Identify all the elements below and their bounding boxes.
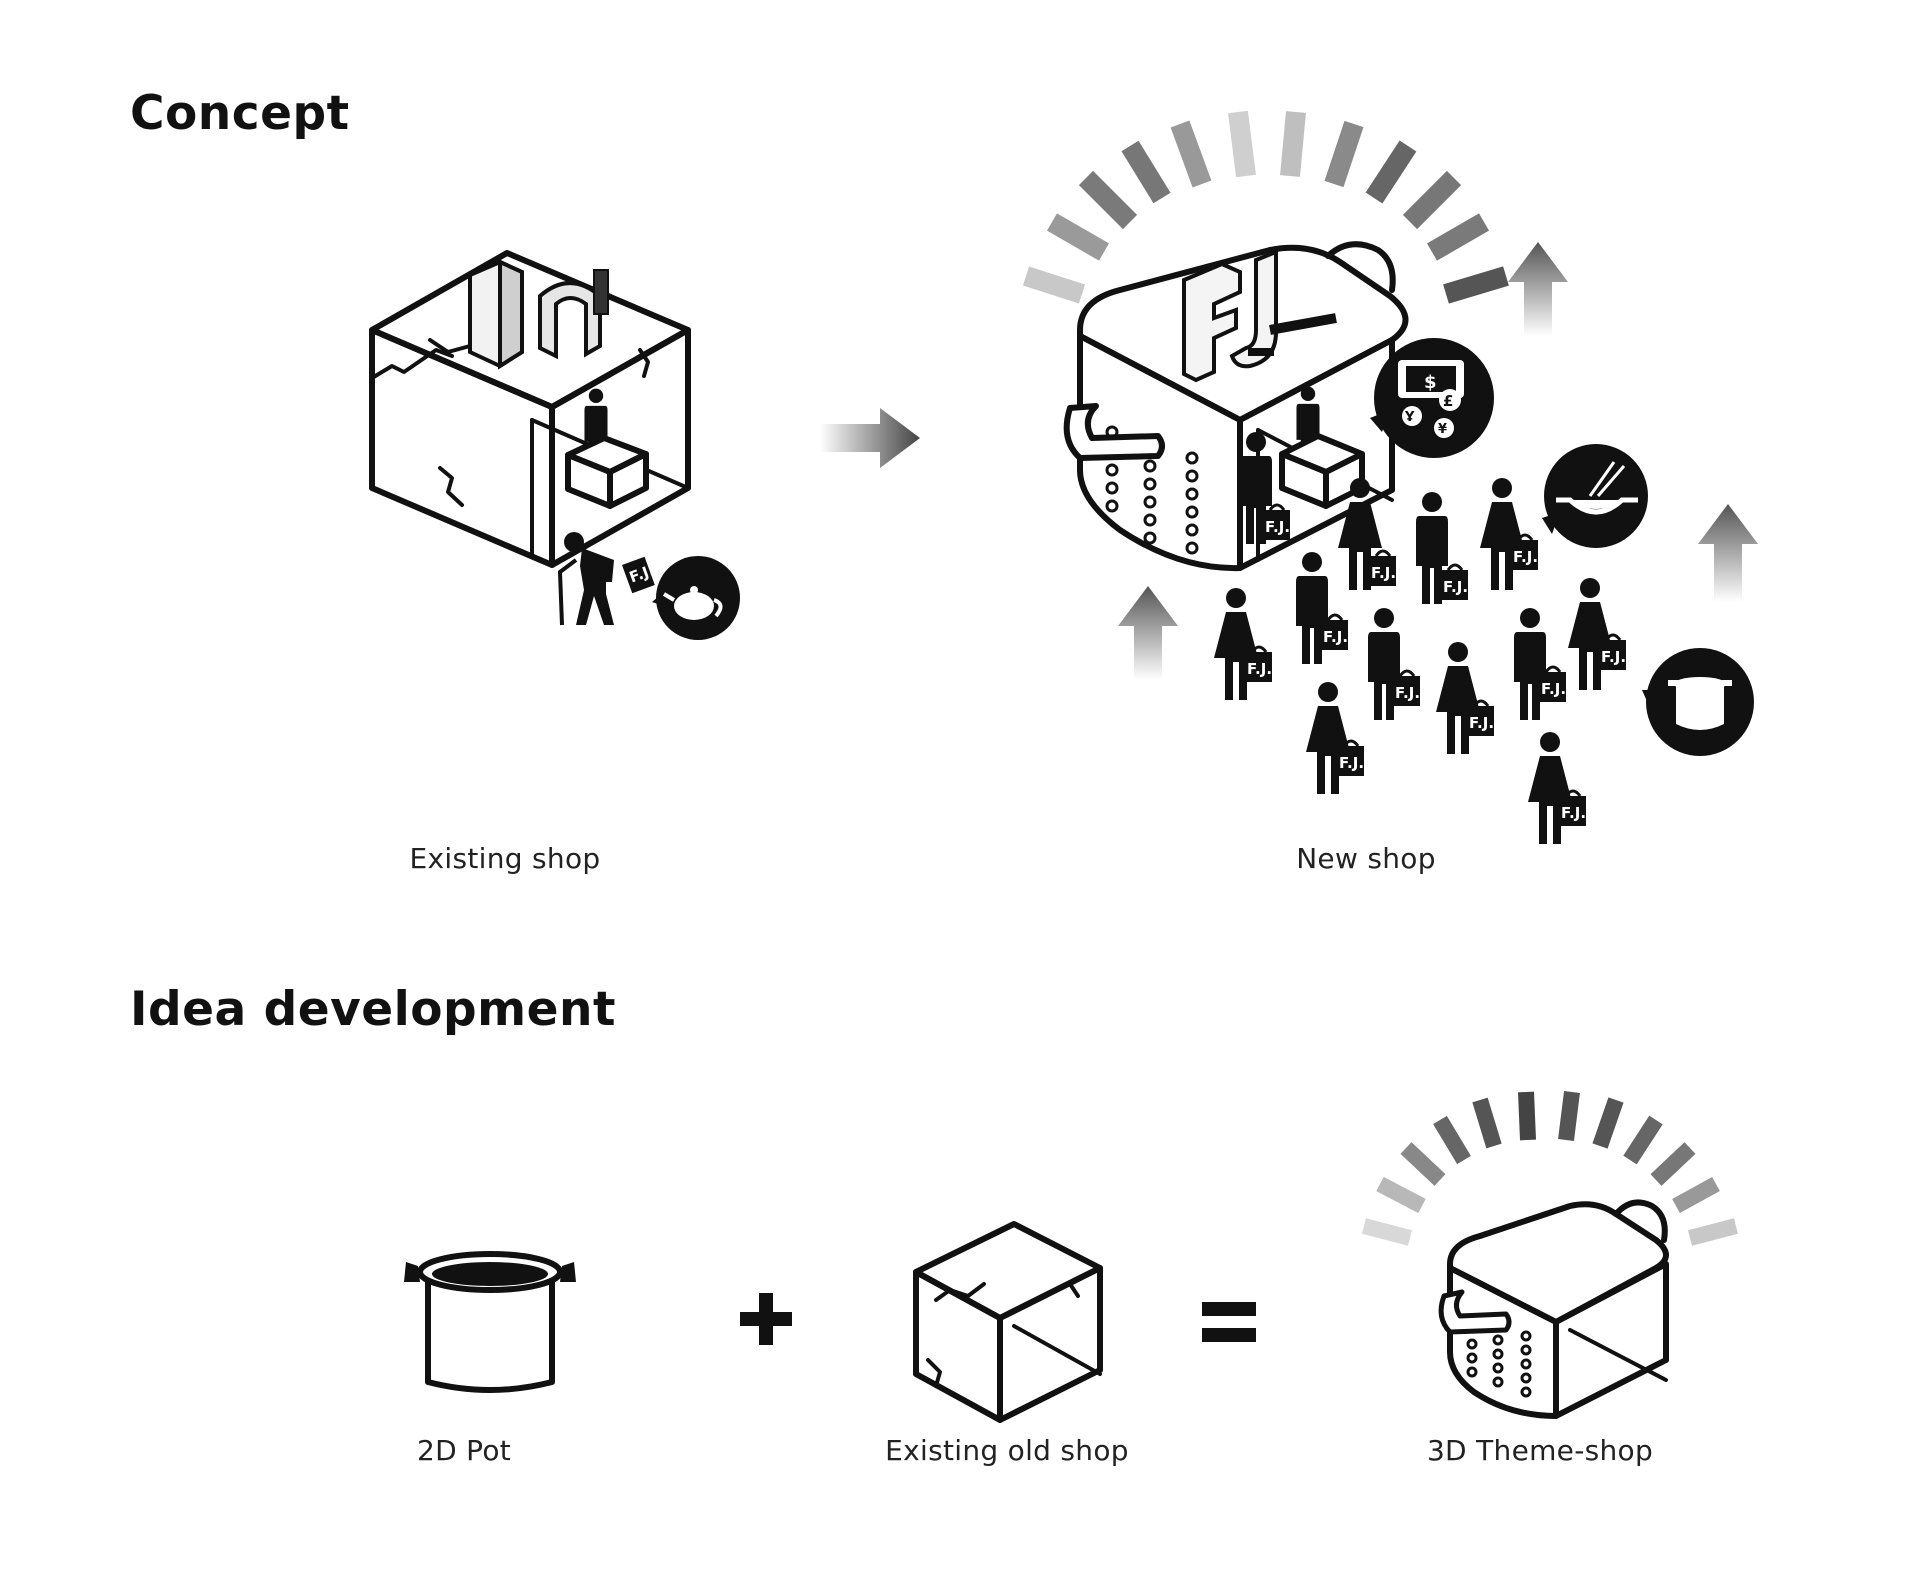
existing-shop-caption: Existing shop <box>409 842 601 875</box>
svg-text:F.J.: F.J. <box>1265 518 1290 536</box>
old-shop-cube-icon <box>913 1221 1103 1423</box>
person-icon <box>1436 642 1480 754</box>
elderly-customer-icon <box>557 532 614 626</box>
concept-title: Concept <box>130 86 350 141</box>
svg-text:F.J.: F.J. <box>1323 628 1348 646</box>
svg-text:Ұ: Ұ <box>1404 410 1415 425</box>
person-icon <box>1514 608 1546 720</box>
glow-rays-icon <box>1361 1091 1739 1246</box>
svg-text:F.J.: F.J. <box>1561 804 1586 822</box>
currency-bubble-icon: $ £ Ұ ¥ <box>1370 338 1494 458</box>
svg-text:F.J.: F.J. <box>1339 754 1364 772</box>
new-shop-caption: New shop <box>1296 842 1436 875</box>
person-icon <box>1306 682 1350 794</box>
svg-text:F.J.: F.J. <box>1371 564 1396 582</box>
person-icon <box>1214 588 1258 700</box>
svg-text:F.J.: F.J. <box>1395 684 1420 702</box>
svg-text:F.J.: F.J. <box>1513 548 1538 566</box>
fj-sign-icon <box>1182 249 1337 383</box>
svg-text:F.J.: F.J. <box>1443 578 1468 596</box>
fj-bags: F.J. F.J. F.J. F.J. F.J. F.J. F.J. F.J. … <box>1244 503 1628 828</box>
svg-text:¥: ¥ <box>1438 422 1447 437</box>
existing-shop-cube-icon: F.J. <box>369 250 740 640</box>
person-icon <box>1568 578 1612 690</box>
fj-bag-icon: F.J. <box>622 556 657 594</box>
person-icon <box>1528 732 1572 844</box>
person-icon <box>1480 478 1524 590</box>
theme-shop-3d-icon <box>1438 1199 1669 1419</box>
glow-rays-icon <box>1022 110 1509 304</box>
plus-icon <box>740 1293 792 1345</box>
wok-bubble-icon <box>1542 444 1648 548</box>
pot-2d-caption: 2D Pot <box>416 1434 512 1467</box>
arrow-up-icon <box>1118 586 1178 680</box>
arrow-up-icon <box>1698 504 1758 602</box>
equals-icon <box>1202 1302 1256 1342</box>
broken-fj-sign-icon <box>468 258 609 370</box>
svg-text:F.J.: F.J. <box>1469 714 1494 732</box>
svg-text:£: £ <box>1443 392 1453 410</box>
pot-bubble-icon <box>1642 648 1754 756</box>
svg-text:F.J.: F.J. <box>1541 680 1566 698</box>
pot-2d-icon <box>404 1251 576 1393</box>
svg-text:F.J.: F.J. <box>1247 660 1272 678</box>
arrow-right-icon <box>820 408 920 468</box>
svg-text:$: $ <box>1424 372 1437 393</box>
teapot-bubble-icon <box>652 556 740 640</box>
old-shop-caption: Existing old shop <box>885 1434 1129 1467</box>
theme-shop-caption: 3D Theme-shop <box>1426 1434 1654 1467</box>
idea-development-title: Idea development <box>130 982 616 1037</box>
arrow-up-icon <box>1508 242 1568 336</box>
svg-text:F.J.: F.J. <box>1601 648 1626 666</box>
